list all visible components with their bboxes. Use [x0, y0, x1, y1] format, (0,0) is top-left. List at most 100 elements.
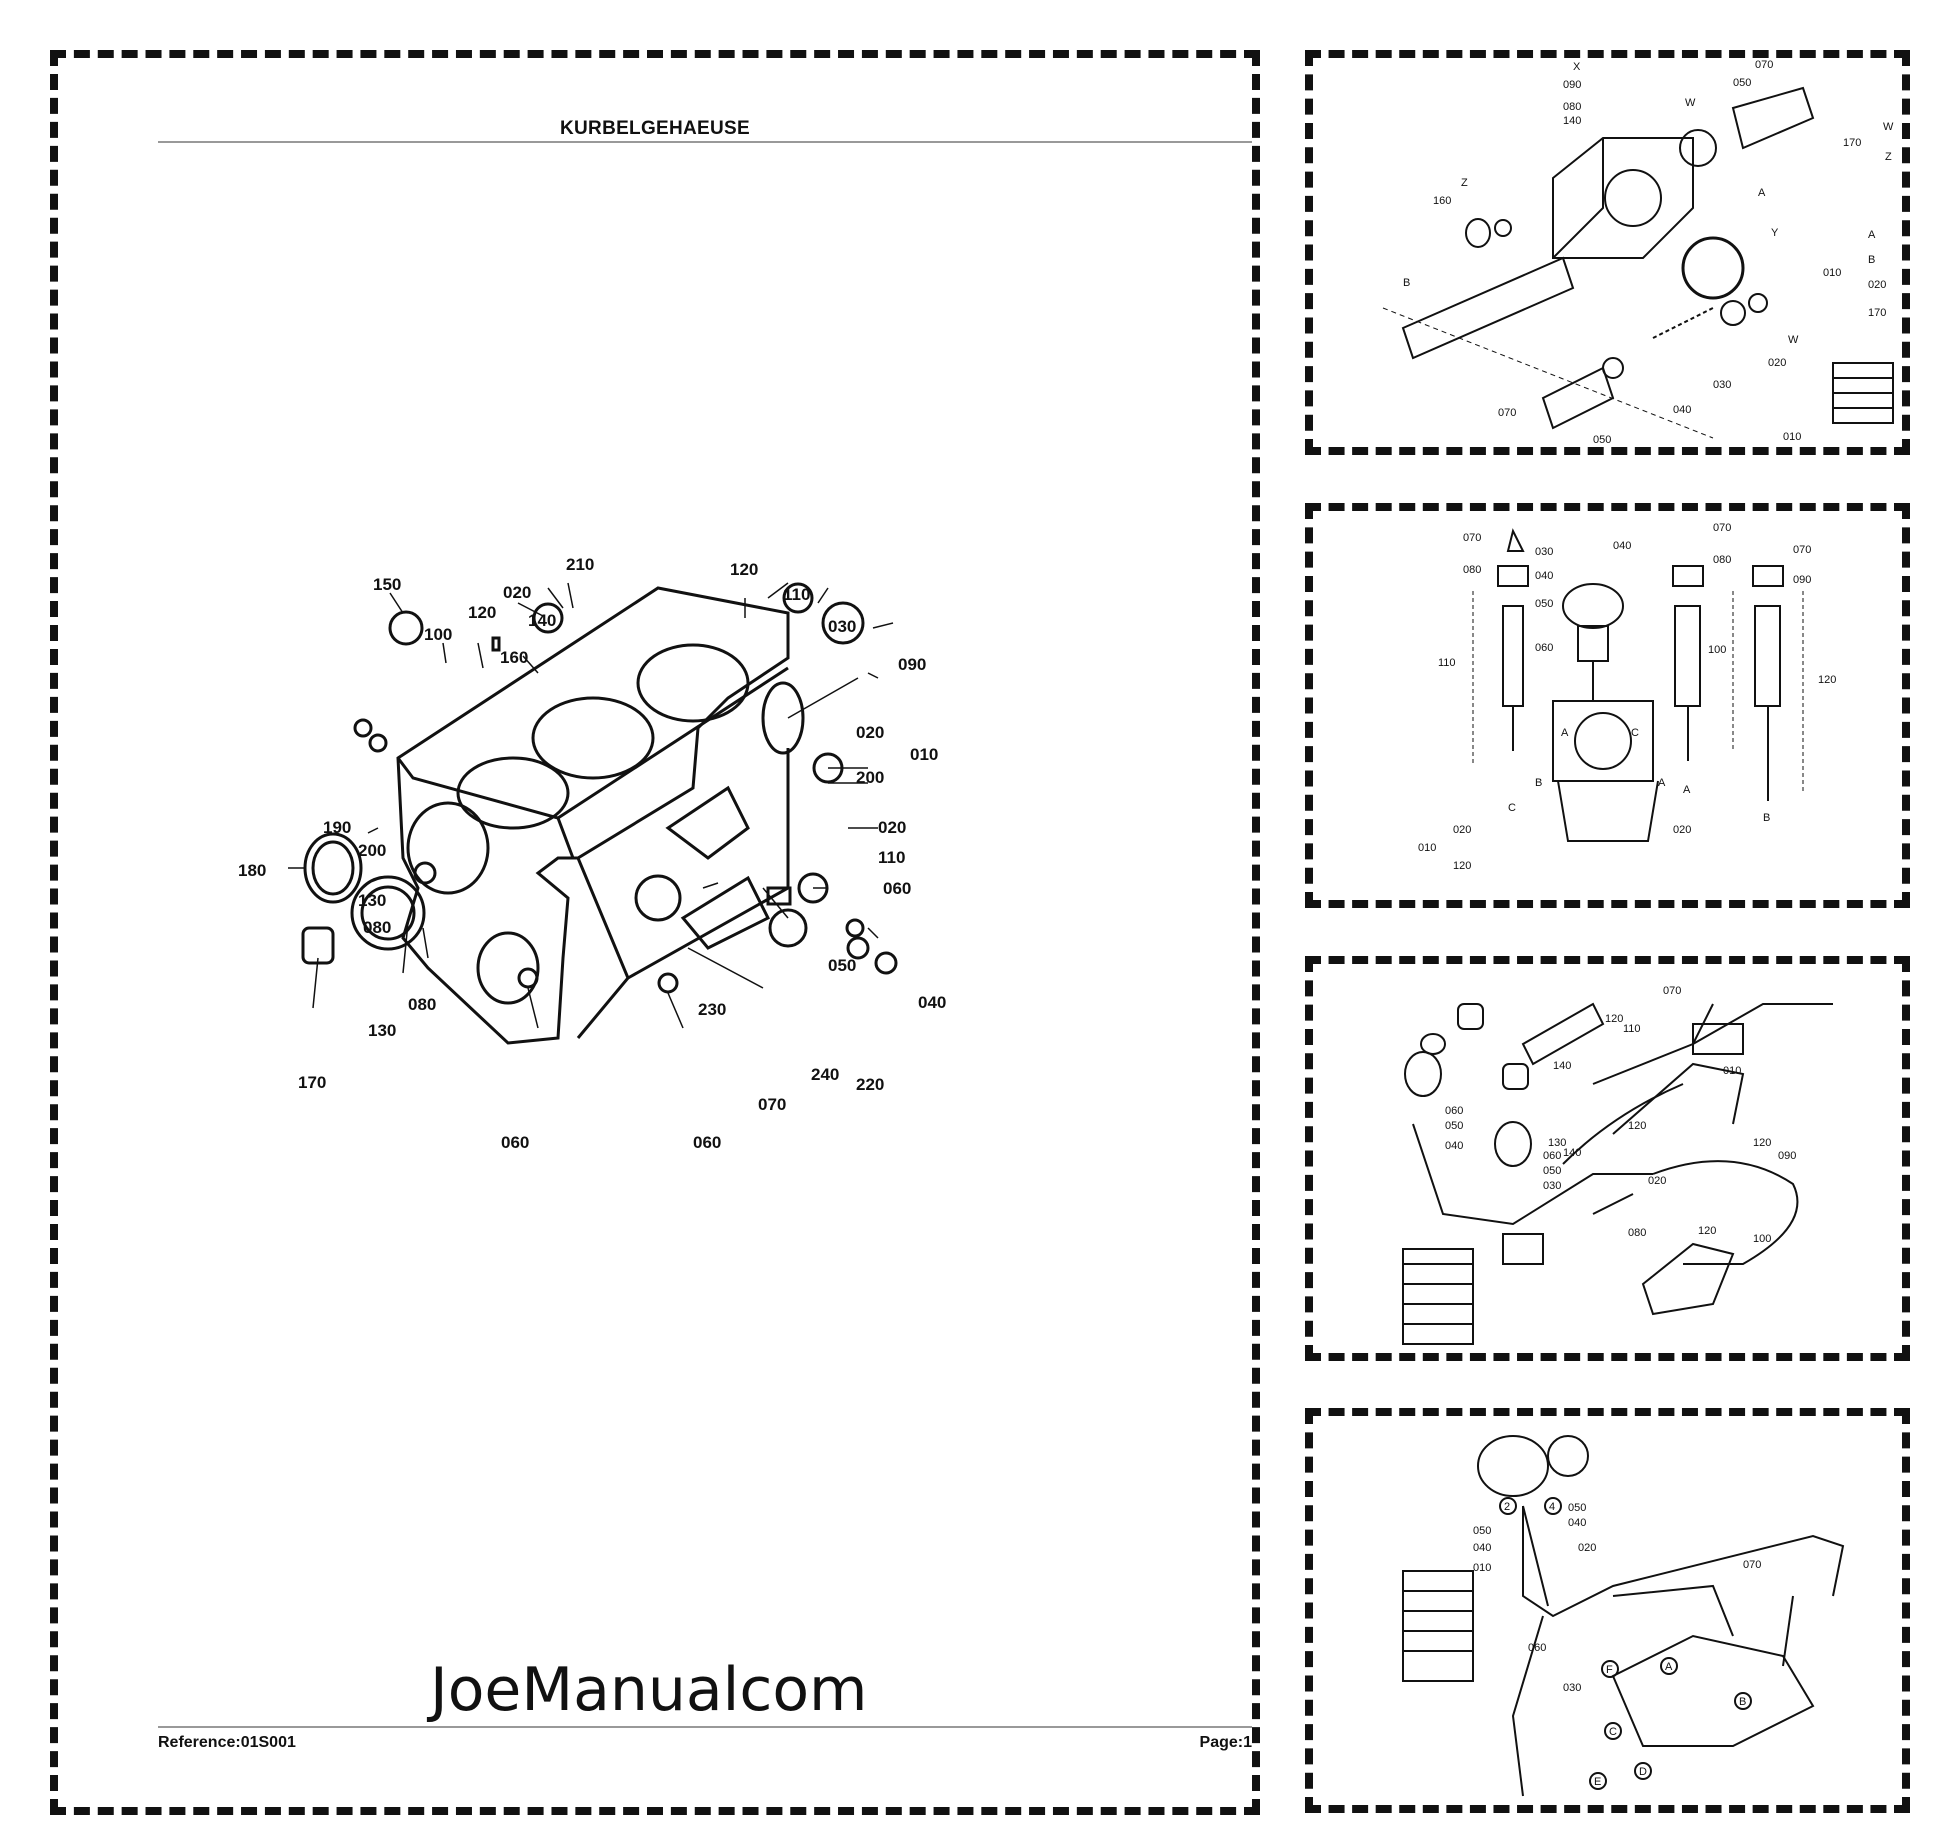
- thumbnail-hose-routing[interactable]: 070 120 110 140 010 060 050 040 130 140 …: [1305, 956, 1910, 1361]
- svg-text:Z: Z: [1461, 177, 1468, 189]
- svg-text:010: 010: [1473, 1562, 1491, 1574]
- svg-text:030: 030: [1713, 379, 1731, 391]
- svg-text:Y: Y: [1771, 227, 1779, 239]
- svg-text:040: 040: [1535, 570, 1553, 582]
- callout-200: 200: [358, 841, 386, 860]
- svg-text:050: 050: [1535, 598, 1553, 610]
- callout-100: 100: [424, 625, 452, 644]
- svg-text:050: 050: [1733, 77, 1751, 89]
- svg-text:020: 020: [1453, 824, 1471, 836]
- svg-text:110: 110: [1623, 1023, 1641, 1035]
- svg-text:140: 140: [1563, 115, 1581, 127]
- svg-text:A: A: [1561, 727, 1569, 739]
- svg-text:020: 020: [1768, 357, 1786, 369]
- svg-text:120: 120: [1818, 674, 1836, 686]
- callout-090: 090: [898, 655, 926, 674]
- svg-text:010: 010: [1783, 431, 1801, 443]
- svg-text:B: B: [1535, 777, 1542, 789]
- crankcase-exploded-diagram: 150 100 120 020 210 140 160 120 110 030 …: [238, 555, 946, 1152]
- svg-text:E: E: [1594, 1776, 1601, 1788]
- callout-150: 150: [373, 575, 401, 594]
- svg-text:020: 020: [1578, 1542, 1596, 1554]
- svg-text:D: D: [1639, 1766, 1647, 1778]
- hydraulic-lines-diagram: 2 4 050 040 050 040 020 010 070 060 030 …: [1402, 1435, 1845, 1797]
- page-number: Page:1: [1199, 1734, 1252, 1751]
- callout-020-c: 020: [878, 818, 906, 837]
- svg-text:140: 140: [1563, 1147, 1581, 1159]
- svg-text:020: 020: [1868, 279, 1886, 291]
- callout-120: 120: [468, 603, 496, 622]
- callout-170: 170: [298, 1073, 326, 1092]
- thumbnail-valve-section[interactable]: X 090 080 140 W 050 070 170 W Z 160 Z A …: [1305, 50, 1910, 455]
- svg-text:010: 010: [1723, 1065, 1741, 1077]
- hose-routing-diagram: 070 120 110 140 010 060 050 040 130 140 …: [1402, 985, 1833, 1345]
- svg-text:090: 090: [1563, 79, 1581, 91]
- callout-130: 130: [358, 891, 386, 910]
- svg-text:040: 040: [1568, 1517, 1586, 1529]
- callout-060-c: 060: [693, 1133, 721, 1152]
- svg-text:W: W: [1883, 121, 1894, 133]
- pilot-valve-diagram: 070 030 040 070 080 040 080 070 090 050 …: [1418, 522, 1836, 872]
- svg-text:040: 040: [1445, 1140, 1463, 1152]
- callout-110-b: 110: [878, 848, 905, 867]
- svg-text:040: 040: [1613, 540, 1631, 552]
- svg-text:070: 070: [1793, 544, 1811, 556]
- callout-010: 010: [910, 745, 938, 764]
- svg-text:C: C: [1609, 1726, 1617, 1738]
- svg-text:B: B: [1739, 1696, 1746, 1708]
- page-title: KURBELGEHAEUSE: [560, 118, 750, 139]
- callout-030: 030: [828, 617, 856, 636]
- svg-text:050: 050: [1473, 1525, 1491, 1537]
- svg-text:X: X: [1573, 61, 1581, 73]
- svg-text:070: 070: [1743, 1559, 1761, 1571]
- svg-text:120: 120: [1753, 1137, 1771, 1149]
- svg-text:B: B: [1403, 277, 1410, 289]
- callout-040: 040: [918, 993, 946, 1012]
- svg-text:010: 010: [1823, 267, 1841, 279]
- svg-text:120: 120: [1605, 1013, 1623, 1025]
- svg-text:120: 120: [1628, 1120, 1646, 1132]
- svg-text:030: 030: [1535, 546, 1553, 558]
- callout-060-b: 060: [501, 1133, 529, 1152]
- svg-text:110: 110: [1438, 657, 1456, 669]
- svg-text:A: A: [1683, 784, 1691, 796]
- svg-text:070: 070: [1713, 522, 1731, 534]
- callout-210: 210: [566, 555, 594, 574]
- svg-text:060: 060: [1445, 1105, 1463, 1117]
- callout-120-b: 120: [730, 560, 758, 579]
- main-parts-page: KURBELGEHAEUSE: [50, 50, 1260, 1815]
- watermark: JoeManualcom: [430, 1655, 868, 1725]
- svg-text:040: 040: [1473, 1542, 1491, 1554]
- svg-text:070: 070: [1663, 985, 1681, 997]
- svg-text:080: 080: [1563, 101, 1581, 113]
- svg-text:A: A: [1658, 777, 1666, 789]
- svg-text:140: 140: [1553, 1060, 1571, 1072]
- svg-text:060: 060: [1543, 1150, 1561, 1162]
- svg-text:060: 060: [1528, 1642, 1546, 1654]
- svg-text:A: A: [1868, 229, 1876, 241]
- callout-020-range: 020: [856, 723, 884, 742]
- header-rule: [158, 141, 1252, 143]
- callout-110: 110: [783, 585, 810, 604]
- svg-text:060: 060: [1535, 642, 1553, 654]
- callout-180: 180: [238, 861, 266, 880]
- svg-text:080: 080: [1628, 1227, 1646, 1239]
- svg-text:030: 030: [1563, 1682, 1581, 1694]
- callout-labels: 150 100 120 020 210 140 160 120 110 030 …: [238, 555, 946, 1152]
- svg-text:080: 080: [1713, 554, 1731, 566]
- svg-text:020: 020: [1648, 1175, 1666, 1187]
- svg-text:120: 120: [1698, 1225, 1716, 1237]
- thumbnail-pilot-valve[interactable]: 070 030 040 070 080 040 080 070 090 050 …: [1305, 503, 1910, 908]
- svg-text:W: W: [1685, 97, 1696, 109]
- footer-rule: [158, 1726, 1252, 1728]
- callout-080: 080: [363, 918, 391, 937]
- thumbnail-hydraulic-lines[interactable]: 2 4 050 040 050 040 020 010 070 060 030 …: [1305, 1408, 1910, 1813]
- callout-240: 240: [811, 1065, 839, 1084]
- callout-070: 070: [758, 1095, 786, 1114]
- svg-text:070: 070: [1755, 59, 1773, 71]
- svg-text:030: 030: [1543, 1180, 1561, 1192]
- callout-160: 160: [500, 648, 528, 667]
- svg-text:170: 170: [1868, 307, 1886, 319]
- svg-text:F: F: [1606, 1664, 1613, 1676]
- valve-section-diagram: X 090 080 140 W 050 070 170 W Z 160 Z A …: [1382, 59, 1894, 446]
